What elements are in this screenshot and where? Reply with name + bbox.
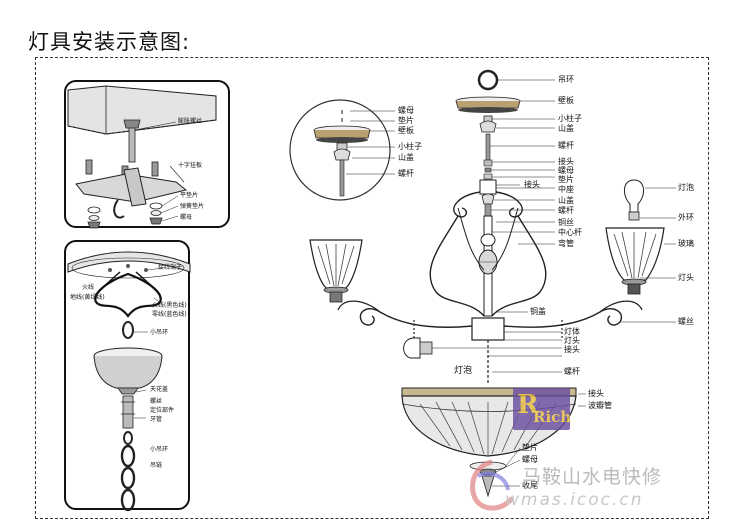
label-nut: 螺母 xyxy=(558,166,574,175)
inset-label-nut: 螺母 xyxy=(398,106,414,115)
watermark-logo-text: Rich xyxy=(533,408,572,426)
inset-label-rod: 螺杆 xyxy=(398,169,414,178)
inset-label-cap: 山盖 xyxy=(398,153,414,162)
label-screw: 螺丝 xyxy=(150,398,163,405)
label-wave-tube: 波瓣管 xyxy=(588,401,612,410)
label-fire-wire: 火线(黑色线) xyxy=(152,302,187,309)
label-lamp-body: 灯体 xyxy=(564,327,580,336)
mounting-plate-illustration xyxy=(67,85,217,229)
label-flat-washer: 平垫片 xyxy=(180,192,199,199)
label-earth-wire: 地线(黄绿线) xyxy=(70,294,105,301)
label-screw-thread: 螺丝 xyxy=(678,317,694,326)
label-bent-tube: 弯管 xyxy=(558,239,574,248)
watermark-logo: R Rich xyxy=(513,388,572,430)
label-wall-plate: 壁板 xyxy=(558,96,574,105)
label-neutral-wire: 零线(蓝色线) xyxy=(152,311,187,318)
watermark-swirl-icon xyxy=(470,459,515,511)
label-copper-ring: 铜丝 xyxy=(558,218,574,227)
ceiling-cup-illustration xyxy=(67,251,191,512)
label-rod-top: 螺杆 xyxy=(558,141,574,150)
diagram-frame xyxy=(35,57,709,519)
label-center-rod: 中心杆 xyxy=(558,228,582,237)
label-small-ring-1: 小吊环 xyxy=(150,329,169,336)
watermark-logo-letter: R xyxy=(517,390,539,420)
label-connector-right: 接头 xyxy=(524,180,540,189)
label-outer-ring: 外环 xyxy=(678,213,694,222)
watermark-site-url: wmas.icoc.cn xyxy=(505,490,644,510)
label-bulb-left: 灯泡 xyxy=(454,366,473,376)
label-spring-washer: 弹簧垫片 xyxy=(180,203,205,210)
label-cross-plate: 十字挂板 xyxy=(178,162,203,169)
label-lamp-head: 灯头 xyxy=(564,336,580,345)
panel-mounting-plate: 膨胀螺丝 十字挂板 平垫片 弹簧垫片 螺母 xyxy=(64,80,230,229)
label-center-seat: 中座 xyxy=(558,185,574,194)
label-rod-lower: 螺杆 xyxy=(564,367,580,376)
label-rod2: 螺杆 xyxy=(558,206,574,215)
label-copper-cover: 铜盖 xyxy=(530,307,546,316)
label-wire-connector: 接线端子 xyxy=(158,264,183,271)
label-bottom-washer: 垫片 xyxy=(522,443,538,452)
label-small-ring-2: 小吊环 xyxy=(150,446,169,453)
label-small-post: 小柱子 xyxy=(558,114,582,123)
inset-label-wall-plate: 壁板 xyxy=(398,126,414,135)
label-lamp-head-right: 灯头 xyxy=(678,273,694,282)
watermark-site-name: 马鞍山水电快修 xyxy=(522,466,663,488)
label-bottom-nut: 螺母 xyxy=(522,455,538,464)
page-title: 灯具安装示意图: xyxy=(28,30,191,54)
label-washer: 垫片 xyxy=(558,175,574,184)
panel-ceiling-cup: 接线端子 火线 地线(黄绿线) 火线(黑色线) 零线(蓝色线) 小吊环 天花盖 … xyxy=(64,240,191,512)
inset-label-small-post: 小柱子 xyxy=(398,142,422,151)
inset-label-washer: 垫片 xyxy=(398,116,414,125)
label-connector-lower: 接头 xyxy=(564,345,580,354)
label-expansion-screw: 膨胀螺丝 xyxy=(178,118,203,125)
label-bulb-right: 灯泡 xyxy=(678,183,694,192)
label-nut: 螺母 xyxy=(180,214,193,221)
label-fixed-part: 定位部件 xyxy=(150,407,175,414)
label-connector-bowl: 接头 xyxy=(588,389,604,398)
label-connector: 接头 xyxy=(558,157,574,166)
label-hanging-ring: 吊环 xyxy=(558,75,574,84)
label-chain: 吊链 xyxy=(150,462,163,469)
label-cap: 山盖 xyxy=(558,124,574,133)
label-ceiling-cup: 天花盖 xyxy=(150,386,169,393)
label-glass: 玻璃 xyxy=(678,239,694,248)
label-finial: 收尾 xyxy=(522,481,538,490)
label-cap2: 山盖 xyxy=(558,196,574,205)
label-rod: 牙管 xyxy=(150,416,163,423)
label-live-line: 火线 xyxy=(82,284,95,291)
